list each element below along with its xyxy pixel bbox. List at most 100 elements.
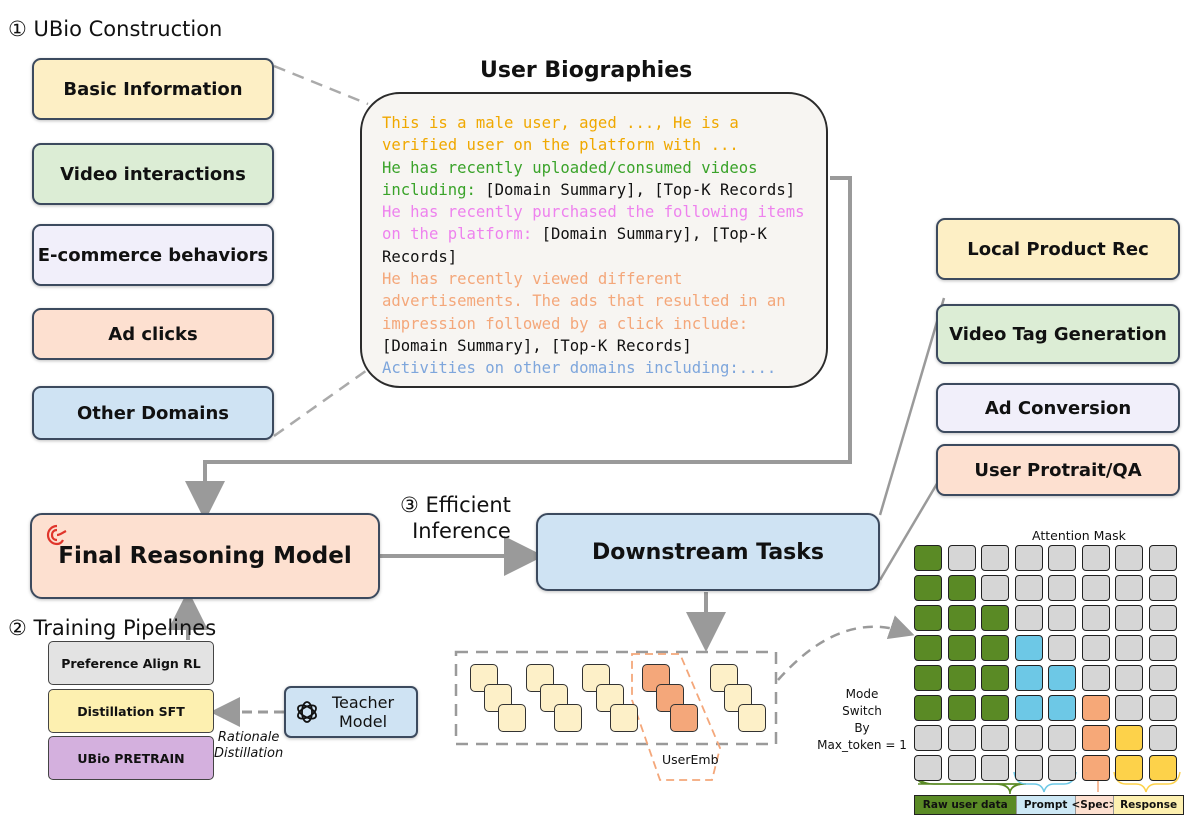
mask-cell [1048, 545, 1076, 571]
embedding-token [498, 704, 526, 732]
mask-cell [981, 575, 1009, 601]
bio-to-model-arrow [185, 176, 852, 521]
mask-cell [981, 635, 1009, 661]
mask-cell [914, 545, 942, 571]
mask-cell [1014, 605, 1043, 631]
mask-cell [914, 695, 942, 721]
mask-cell [947, 545, 976, 571]
downstream-tasks-box: Downstream Tasks [536, 513, 880, 591]
legend-item: Response [1113, 796, 1183, 814]
mask-cell [1081, 605, 1110, 631]
mask-cell [1115, 755, 1143, 781]
downstream-label: Downstream Tasks [591, 539, 824, 565]
mask-cell [1048, 575, 1076, 601]
downstream-to-tasks-line [878, 297, 946, 516]
mask-cell [947, 575, 976, 601]
mask-cell [1048, 605, 1076, 631]
teacher-label: Teacher Model [331, 693, 395, 731]
training-stage: Preference Align RL [48, 641, 214, 685]
training-stage: Distillation SFT [48, 689, 214, 733]
mask-cell [914, 725, 942, 751]
mask-cell [1081, 755, 1110, 781]
user-embedding-token [670, 704, 698, 732]
mode-switch-line: Switch [842, 704, 882, 718]
source-box: Other Domains [32, 386, 274, 440]
bio-ads-text: He has recently viewed different adverti… [382, 270, 786, 333]
mask-cell [1115, 725, 1143, 751]
mask-cell [1115, 665, 1143, 691]
training-stage-label: Preference Align RL [61, 655, 201, 671]
emb-to-mask-arrow [777, 615, 915, 681]
task-label: Ad Conversion [984, 397, 1132, 419]
mask-cell [1148, 725, 1177, 751]
bio-video: He has recently uploaded/consumed videos… [382, 157, 808, 202]
rationale-distillation-label: Rationale Distillation [214, 730, 283, 762]
mask-cell [1115, 635, 1143, 661]
brace-prompt [1013, 771, 1077, 793]
source-label: Ad clicks [108, 323, 198, 345]
mask-cell [914, 755, 942, 781]
mask-cell [1081, 545, 1110, 571]
mask-cell [981, 665, 1009, 691]
training-stage-label: UBio PRETRAIN [77, 750, 185, 766]
task-box: Ad Conversion [936, 383, 1180, 433]
mask-cell [1014, 725, 1043, 751]
useremb-label: UserEmb [662, 752, 719, 767]
mask-cell [1014, 545, 1043, 571]
training-pipelines-title: ② Training Pipelines [8, 616, 217, 640]
ubio-construction-title: ① UBio Construction [8, 17, 223, 41]
source-label: E-commerce behaviors [37, 244, 269, 266]
useremb-highlight [631, 653, 721, 781]
training-stage-label: Distillation SFT [77, 703, 185, 719]
embedding-token [554, 704, 582, 732]
mode-switch-line: Max_token = 1 [817, 738, 907, 752]
mask-cell [914, 575, 942, 601]
task-label: Local Product Rec [967, 238, 1149, 260]
mask-cell [1148, 695, 1177, 721]
rationale-line: Rationale [217, 730, 280, 745]
mask-cell [1014, 695, 1043, 721]
attention-mask-title: Attention Mask [1032, 528, 1126, 543]
downstream-to-tasks-line [878, 481, 940, 581]
mask-cell [1148, 545, 1177, 571]
mask-cell [1148, 665, 1177, 691]
efficient-inference-line2: Inference [412, 519, 511, 543]
embedding-token [738, 704, 766, 732]
mask-cell [1048, 725, 1076, 751]
mask-cell [1148, 635, 1177, 661]
source-label: Basic Information [63, 78, 243, 100]
distillation-line: Distillation [214, 746, 284, 761]
final-reasoning-model-box: Final Reasoning Model [30, 513, 380, 599]
mode-switch-line: By [854, 721, 870, 735]
brace-response [1113, 771, 1181, 793]
mask-cell [1115, 695, 1143, 721]
mask-cell [914, 635, 942, 661]
mask-cell [981, 695, 1009, 721]
training-stage: UBio PRETRAIN [48, 736, 214, 780]
mask-cell [981, 755, 1009, 781]
mask-cell [1014, 635, 1043, 661]
dashed-connector [273, 64, 369, 106]
mask-cell [1115, 605, 1143, 631]
bio-ecom-text: He has recently purchased the following … [382, 203, 805, 244]
bio-ecom-refs: [Domain Summary], [Top-K Records] [382, 225, 767, 266]
mask-cell [1148, 755, 1177, 781]
biography-title: User Biographies [480, 58, 693, 83]
task-box: Local Product Rec [936, 218, 1180, 280]
mask-cell [1048, 635, 1076, 661]
bio-video-text: He has recently uploaded/consumed videos… [382, 158, 758, 199]
mask-cell [947, 605, 976, 631]
source-box: Video interactions [32, 143, 274, 205]
mask-cell [1048, 755, 1076, 781]
brace-raw-main [915, 771, 1027, 793]
mask-cell [947, 755, 976, 781]
openai-logo-icon [294, 699, 320, 725]
final-model-label: Final Reasoning Model [58, 543, 352, 569]
mask-cell [1014, 665, 1043, 691]
mode-switch-line: Mode [845, 687, 879, 701]
mask-cell [947, 695, 976, 721]
mask-cell [914, 665, 942, 691]
embedding-frame [454, 650, 778, 746]
